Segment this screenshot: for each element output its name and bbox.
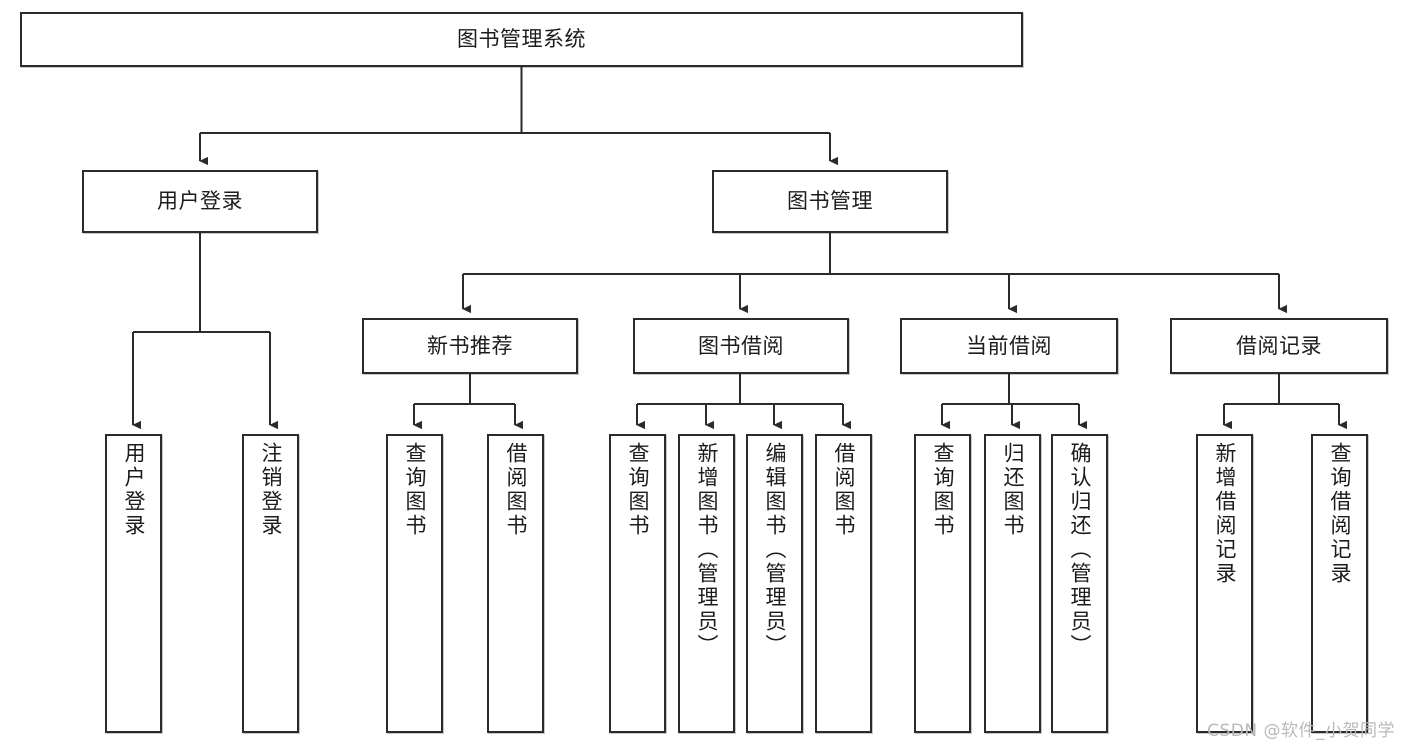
leaf-new-book-borrow-label: 借阅图书	[504, 442, 528, 538]
leaf-book-borrow-edit-label: 编辑图书（管理员）	[763, 442, 787, 658]
leaf-user-login-login[interactable]: 用户登录	[105, 434, 162, 733]
leaf-book-borrow-query-label: 查询图书	[626, 442, 650, 538]
node-new-book-recommend[interactable]: 新书推荐	[362, 318, 578, 374]
leaf-book-borrow-add[interactable]: 新增图书（管理员）	[678, 434, 735, 733]
leaf-borrow-record-query-label: 查询借阅记录	[1328, 442, 1352, 586]
leaf-user-login-logout-label: 注销登录	[259, 442, 283, 538]
leaf-book-borrow-borrow[interactable]: 借阅图书	[815, 434, 872, 733]
leaf-user-login-logout[interactable]: 注销登录	[242, 434, 299, 733]
node-root-label: 图书管理系统	[457, 27, 586, 52]
node-book-management-label: 图书管理	[787, 189, 873, 214]
leaf-new-book-query-label: 查询图书	[403, 442, 427, 538]
leaf-current-borrow-query[interactable]: 查询图书	[914, 434, 971, 733]
leaf-current-borrow-confirm-return-label: 确认归还（管理员）	[1068, 442, 1092, 658]
leaf-current-borrow-return-label: 归还图书	[1001, 442, 1025, 538]
node-current-borrow[interactable]: 当前借阅	[900, 318, 1118, 374]
leaf-current-borrow-query-label: 查询图书	[931, 442, 955, 538]
leaf-user-login-login-label: 用户登录	[122, 442, 146, 538]
leaf-borrow-record-add[interactable]: 新增借阅记录	[1196, 434, 1253, 733]
node-user-login[interactable]: 用户登录	[82, 170, 318, 233]
leaf-current-borrow-confirm-return[interactable]: 确认归还（管理员）	[1051, 434, 1108, 733]
leaf-borrow-record-add-label: 新增借阅记录	[1213, 442, 1237, 586]
node-user-login-label: 用户登录	[157, 189, 243, 214]
node-current-borrow-label: 当前借阅	[966, 333, 1052, 358]
node-book-borrow-label: 图书借阅	[698, 333, 784, 358]
leaf-book-borrow-edit[interactable]: 编辑图书（管理员）	[746, 434, 803, 733]
leaf-book-borrow-borrow-label: 借阅图书	[832, 442, 856, 538]
leaf-borrow-record-query[interactable]: 查询借阅记录	[1311, 434, 1368, 733]
node-book-management[interactable]: 图书管理	[712, 170, 948, 233]
leaf-current-borrow-return[interactable]: 归还图书	[984, 434, 1041, 733]
node-root-book-management-system[interactable]: 图书管理系统	[20, 12, 1023, 67]
node-borrow-record-label: 借阅记录	[1236, 333, 1322, 358]
leaf-book-borrow-query[interactable]: 查询图书	[609, 434, 666, 733]
leaf-new-book-query[interactable]: 查询图书	[386, 434, 443, 733]
leaf-new-book-borrow[interactable]: 借阅图书	[487, 434, 544, 733]
node-new-book-recommend-label: 新书推荐	[427, 333, 513, 358]
node-book-borrow[interactable]: 图书借阅	[633, 318, 849, 374]
leaf-book-borrow-add-label: 新增图书（管理员）	[695, 442, 719, 658]
node-borrow-record[interactable]: 借阅记录	[1170, 318, 1388, 374]
